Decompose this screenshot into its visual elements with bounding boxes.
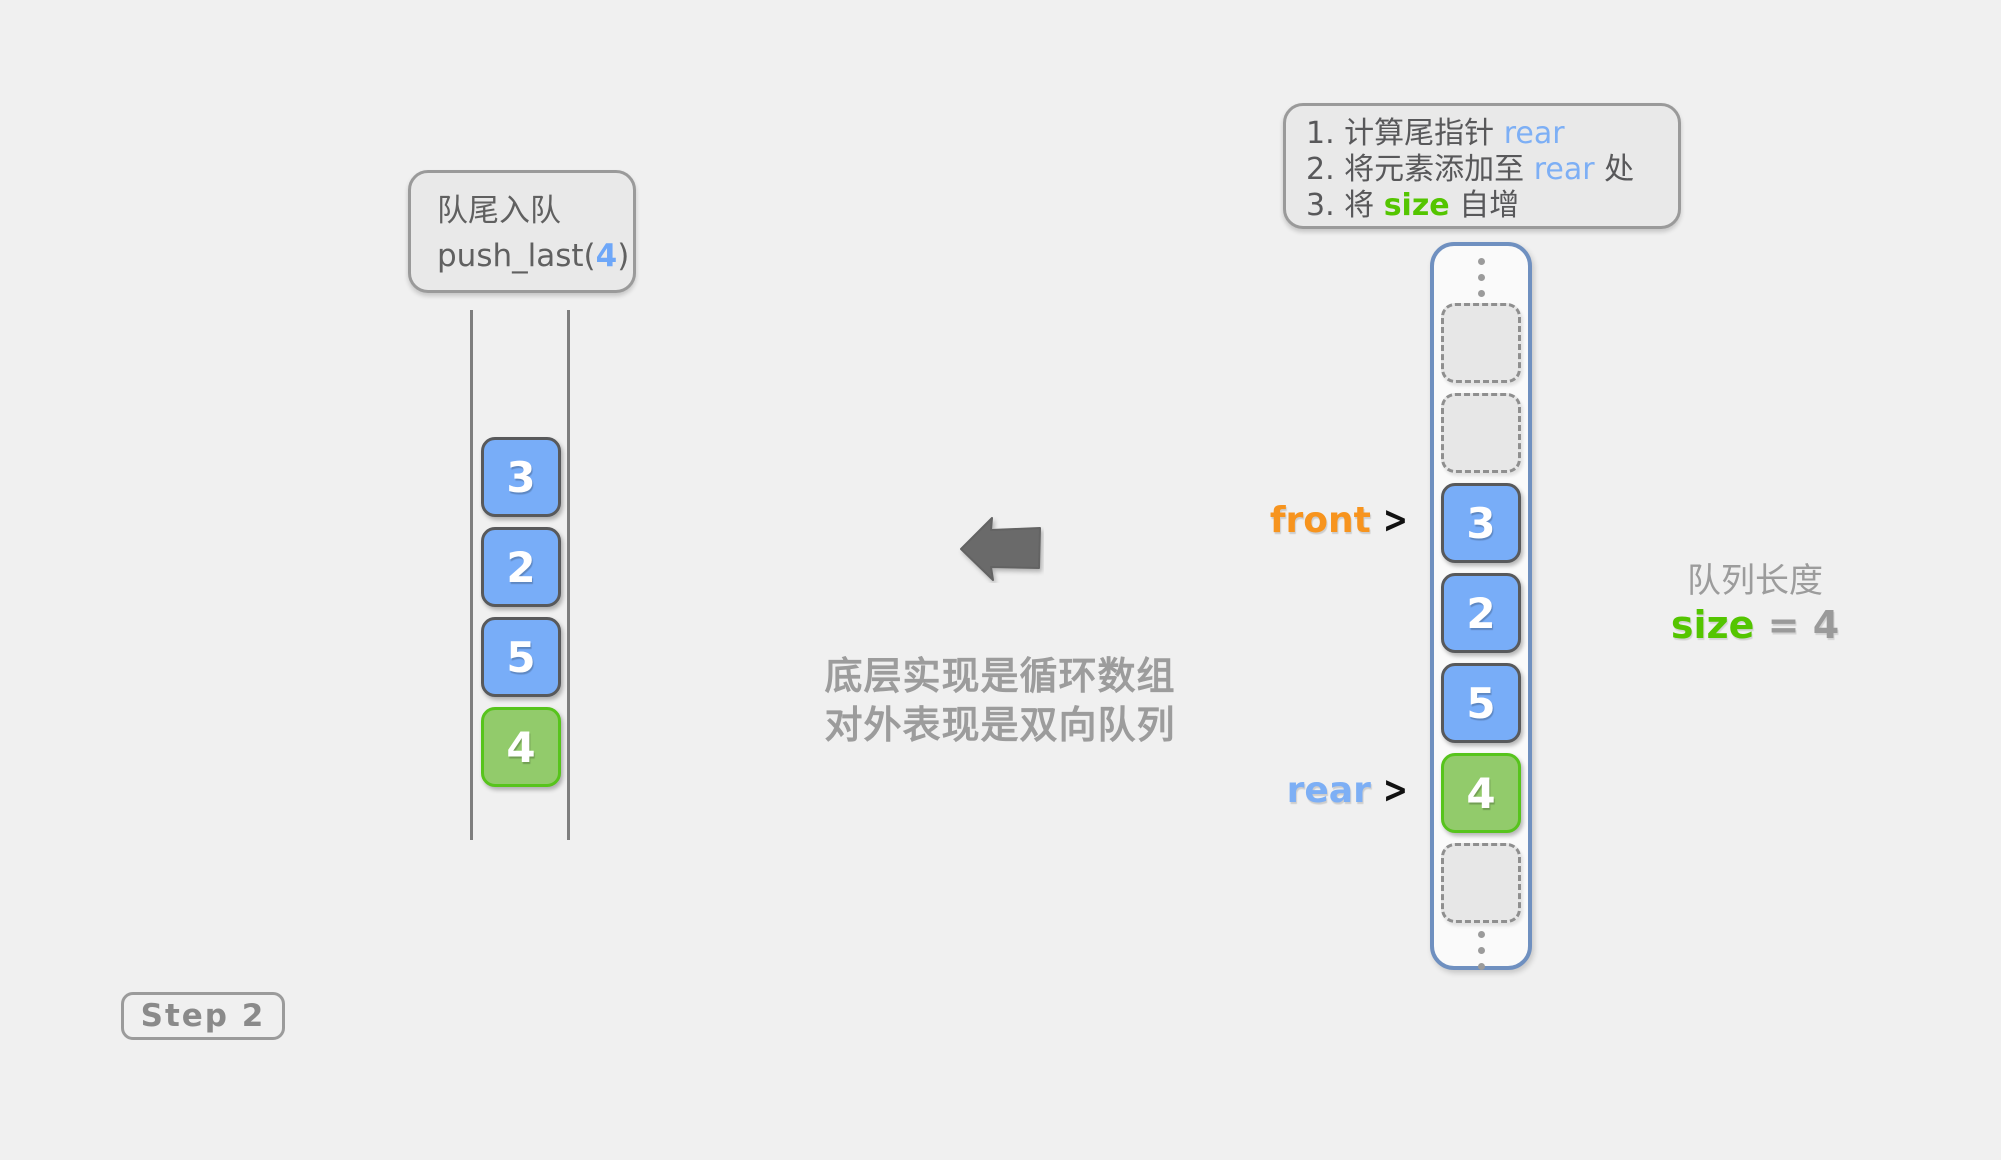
- push-last-note: 队尾入队 push_last(4): [408, 170, 636, 293]
- instruction-line: 3. 将 size 自增: [1306, 188, 1520, 223]
- instruction-line: 2. 将元素添加至 rear 处: [1306, 152, 1635, 187]
- array-cell: 2: [1441, 573, 1521, 653]
- chevron-right-icon: >: [1382, 768, 1408, 812]
- front-pointer-label: front: [1269, 499, 1371, 541]
- queue-cell-new: 4: [481, 707, 561, 787]
- keyword-size: size: [1383, 188, 1450, 223]
- queue-cell: 5: [481, 617, 561, 697]
- array-cell-front: 3: [1441, 483, 1521, 563]
- instruction-note: 1. 计算尾指针 rear 2. 将元素添加至 rear 处 3. 将 size…: [1283, 103, 1681, 229]
- keyword-rear: rear: [1503, 116, 1565, 151]
- caption-line2: 对外表现是双向队列: [824, 703, 1176, 747]
- rear-pointer: rear >: [1248, 768, 1408, 812]
- keyword-size: size: [1670, 603, 1755, 647]
- queue-channel: 3 2 5 4: [470, 310, 570, 840]
- rear-pointer-label: rear: [1286, 769, 1371, 811]
- caption-line1: 底层实现是循环数组: [824, 654, 1176, 698]
- push-arg: 4: [595, 238, 618, 274]
- array-cell-empty: [1441, 303, 1521, 383]
- caption: 底层实现是循环数组 对外表现是双向队列: [780, 652, 1220, 750]
- queue-cell: 2: [481, 527, 561, 607]
- chevron-right-icon: >: [1382, 498, 1408, 542]
- front-pointer: front >: [1248, 498, 1408, 542]
- array-cell-rear-new: 4: [1441, 753, 1521, 833]
- push-last-call: push_last(4): [437, 238, 630, 274]
- size-annotation-value: size = 4: [1670, 603, 1840, 647]
- left-block-arrow-icon: [960, 517, 1041, 581]
- array-cell-empty: [1441, 393, 1521, 473]
- push-last-title: 队尾入队: [437, 193, 561, 229]
- size-annotation: 队列长度 size = 4: [1650, 560, 1860, 648]
- keyword-rear: rear: [1533, 152, 1595, 187]
- instruction-line: 1. 计算尾指针 rear: [1306, 116, 1565, 151]
- ellipsis-bottom-icon: [1434, 931, 1528, 970]
- step-badge: Step 2: [121, 992, 285, 1040]
- array-cell: 5: [1441, 663, 1521, 743]
- circular-array: 3 2 5 4: [1430, 242, 1532, 970]
- size-annotation-title: 队列长度: [1687, 561, 1823, 601]
- array-cell-empty: [1441, 843, 1521, 923]
- queue-cell: 3: [481, 437, 561, 517]
- ellipsis-top-icon: [1434, 258, 1528, 297]
